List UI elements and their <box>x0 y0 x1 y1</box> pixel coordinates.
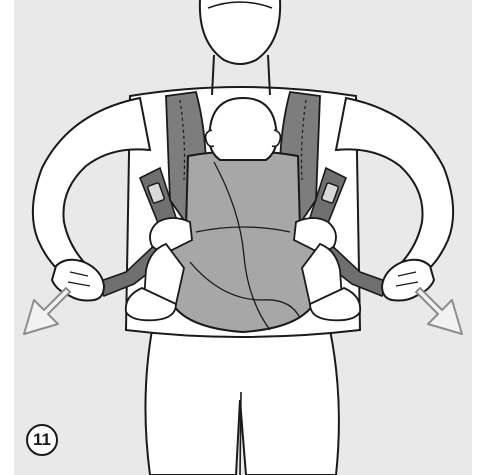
leg-seam <box>240 392 241 475</box>
baby-head <box>209 98 277 160</box>
step-number-badge: 11 <box>26 424 58 456</box>
step-number: 11 <box>33 430 51 450</box>
